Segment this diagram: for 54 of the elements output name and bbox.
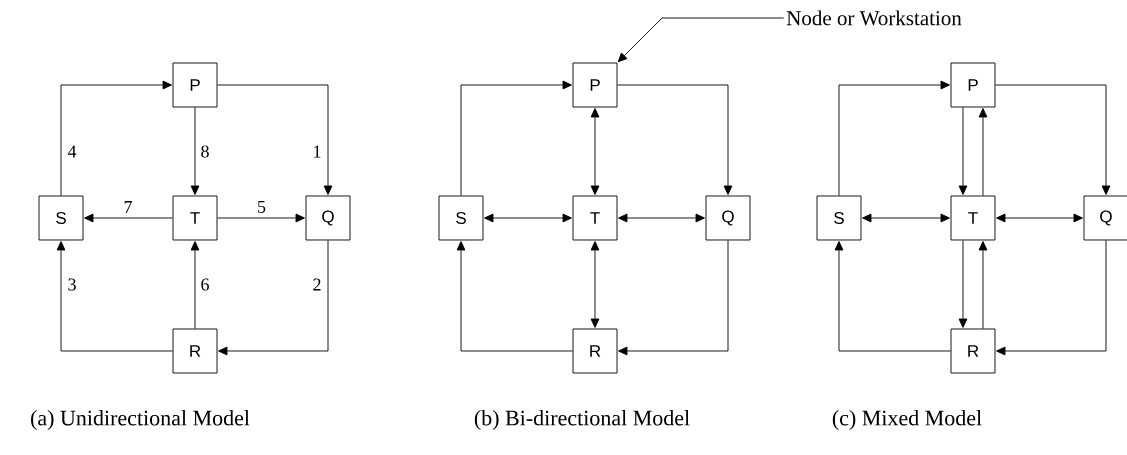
caption: (a) Unidirectional Model: [31, 410, 250, 430]
process-box: T: [172, 195, 218, 241]
arrow: [958, 107, 968, 195]
arrow: [978, 108, 988, 196]
process-box: P: [950, 62, 996, 108]
edge-label: 1: [314, 145, 321, 158]
edge-label: 8: [201, 145, 209, 158]
process-box: T: [950, 195, 996, 241]
edge-label: 7: [124, 201, 132, 213]
arrow: [217, 213, 305, 223]
arrow: [56, 241, 173, 352]
arrow: [190, 107, 200, 195]
arrow: [484, 213, 572, 223]
edge-label: 6: [201, 278, 209, 291]
process-box: R: [950, 328, 996, 374]
edge-label: 4: [67, 145, 77, 158]
arrow: [190, 241, 200, 329]
arrow: [456, 241, 573, 352]
process-box: P: [572, 62, 618, 108]
arrow: [958, 240, 968, 328]
arrow: [617, 84, 733, 195]
process-box: S: [38, 195, 84, 241]
arrow: [60, 80, 172, 196]
process-box: R: [572, 328, 618, 374]
process-box: Q: [705, 195, 751, 241]
arrow: [996, 213, 1083, 223]
edge-label: 3: [68, 278, 76, 291]
arrow: [590, 108, 600, 195]
arrow: [618, 240, 729, 356]
process-box: S: [816, 195, 862, 241]
arrow: [460, 80, 572, 196]
arrow: [862, 213, 950, 223]
process-box: S: [438, 195, 484, 241]
caption: (c) Mixed Model: [832, 410, 982, 430]
process-box: Q: [305, 195, 351, 241]
arrow: [996, 240, 1107, 356]
edge-label: 5: [258, 201, 266, 213]
process-box: P: [172, 62, 218, 108]
arrow: [618, 213, 705, 223]
arrow: [834, 241, 951, 352]
arrow: [217, 84, 333, 195]
process-box: T: [572, 195, 618, 241]
arrow: [84, 213, 173, 223]
caption: (b) Bi-directional Model: [474, 410, 690, 430]
arrow: [218, 240, 329, 356]
arrow: [995, 84, 1111, 195]
arrow: [838, 80, 950, 196]
callout-text: Node or Workstation: [786, 10, 962, 26]
arrow: [590, 241, 600, 328]
arrow: [978, 241, 988, 329]
edge-label: 2: [313, 278, 321, 291]
process-box: R: [172, 328, 218, 374]
leader-line: [617, 17, 785, 63]
process-box: Q: [1083, 195, 1127, 241]
